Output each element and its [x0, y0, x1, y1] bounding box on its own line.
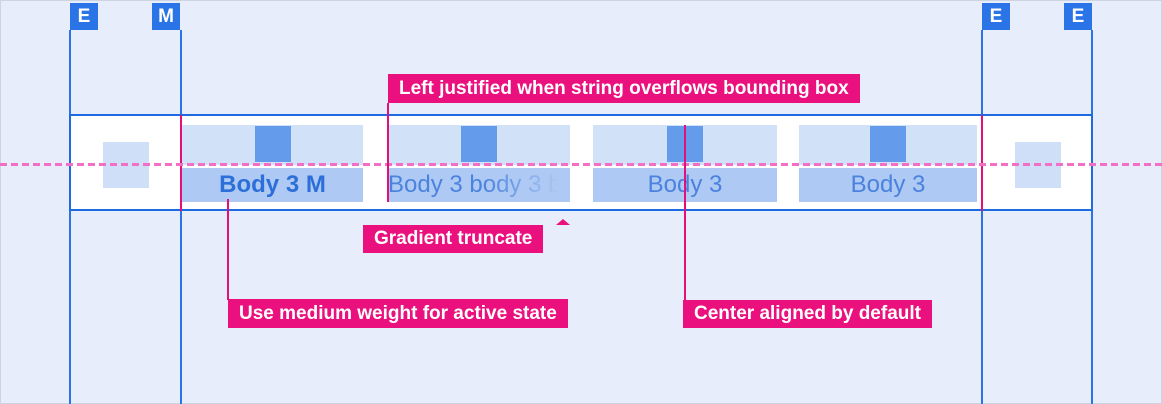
marker-m-left: M	[152, 3, 180, 30]
guide-line-margin-left	[180, 30, 182, 404]
tab-label-text: Body 3	[850, 171, 926, 198]
tab-icon-placeholder	[461, 126, 497, 162]
marker-e-left: E	[70, 3, 98, 30]
tab-icon-placeholder	[254, 126, 291, 162]
tab-icon-placeholder	[870, 126, 906, 162]
guide-line-margin-right	[981, 30, 983, 404]
tab-body3-active[interactable]: Body 3 M	[182, 125, 363, 202]
tab-body3-overflow[interactable]: Body 3 body 3 b	[388, 125, 570, 202]
tab-body3-default-2[interactable]: Body 3	[799, 125, 977, 202]
callout-pointer-up-icon	[556, 219, 570, 225]
callout-center-aligned: Center aligned by default	[683, 300, 932, 328]
leader-line-left-justified	[387, 103, 389, 202]
guide-line-edge-right	[1091, 30, 1093, 404]
guide-line-edge-left	[69, 30, 71, 404]
tab-label-text: Body 3 M	[219, 171, 326, 198]
leader-line-center-aligned	[684, 125, 686, 301]
callout-medium-weight: Use medium weight for active state	[228, 299, 568, 328]
baseline-dashed-line	[0, 163, 1162, 166]
leader-line-medium-weight	[227, 199, 229, 300]
tab-label-text: Body 3 body 3 b	[388, 171, 562, 198]
marker-e-edge-right: E	[1064, 3, 1092, 30]
callout-left-justified: Left justified when string overflows bou…	[388, 74, 860, 103]
callout-gradient-truncate: Gradient truncate	[363, 225, 544, 253]
marker-e-margin-right: E	[982, 3, 1010, 30]
